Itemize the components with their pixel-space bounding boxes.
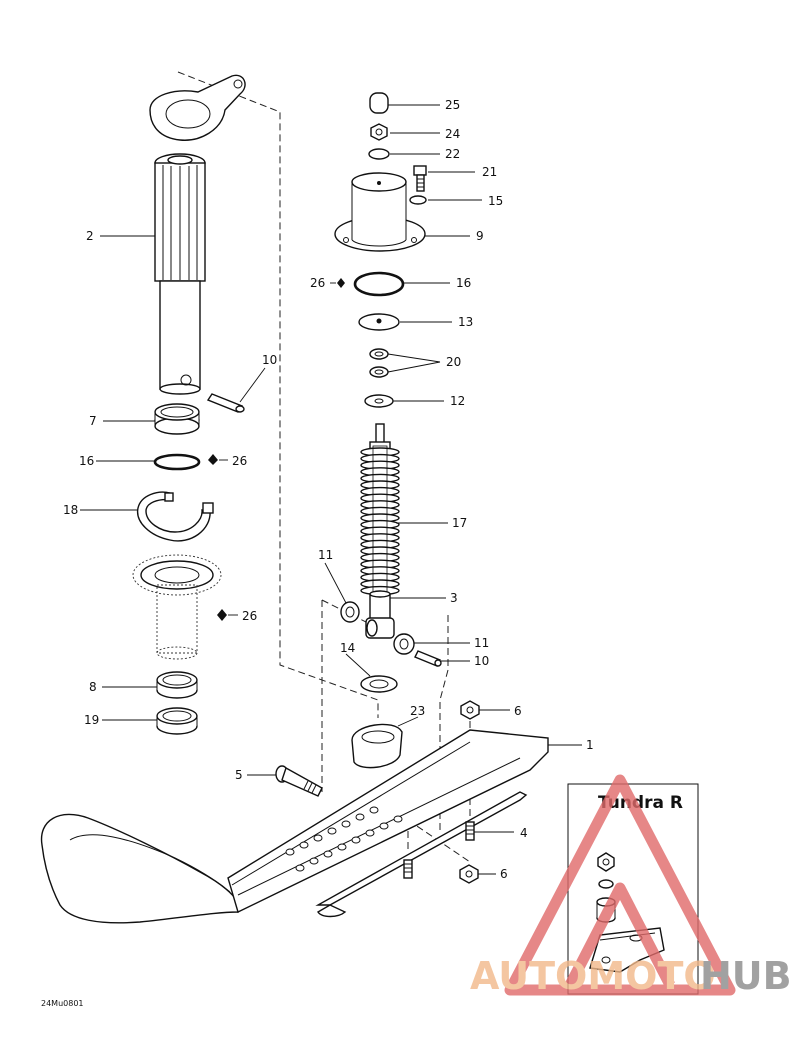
callout: 19 [84,713,99,727]
watermark-triangle-logo [504,774,736,996]
washer-part-22 [368,148,390,160]
callout: 26 [242,609,257,623]
callout: 26 [310,276,325,290]
callout: 6 [500,867,508,881]
bolt-part-5 [275,765,323,797]
bushing-part-8 [156,671,198,699]
callout: 3 [450,591,458,605]
ski-hole [285,848,295,856]
steering-arm [149,74,246,141]
watermark-text-accent: HUB [700,954,792,998]
watermark: AUTOMOTO HUB [470,774,792,998]
bolt-part-21 [413,165,427,192]
callout: 15 [488,194,503,208]
callout: 11 [318,548,333,562]
bushing-part-11-right [393,633,415,655]
callout: 6 [514,704,522,718]
retaining-ring-part-18 [136,491,214,542]
callout: 2 [86,229,94,243]
callout: 5 [235,768,243,782]
grease-drop-right [337,278,345,288]
o-ring-part-16-left [153,453,201,471]
washer-part-15 [409,195,427,205]
callout: 23 [410,704,425,718]
mount-block-part-23 [351,723,403,769]
ski-hole [341,820,351,828]
nut-part-6-top [460,700,480,720]
callout: 26 [232,454,247,468]
ski-hole [309,857,319,865]
drawing-code: 24Mu0801 [41,999,84,1008]
assembly-guide-lines [177,71,471,863]
callout: 9 [476,229,484,243]
ski-hole [393,815,403,823]
spacer-part-14 [360,675,398,693]
callout: 14 [340,641,355,655]
ski-hole [355,813,365,821]
callout: 22 [445,147,460,161]
watermark-text-main: AUTOMOTO [470,954,716,998]
ski-mounting-holes [285,806,403,872]
spindle-housing [132,554,222,660]
spindle-part-2 [154,153,206,395]
callout: 4 [520,826,528,840]
ski-hole [295,864,305,872]
callout: 10 [262,353,277,367]
pin-part-10-right [414,650,442,667]
callout: 16 [456,276,471,290]
callout: 16 [79,454,94,468]
nut-part-29 [597,852,615,872]
callout: 20 [446,355,461,369]
o-ring-part-16-right [353,271,405,297]
washer-part-28 [598,879,614,889]
shock-absorber-part-3 [360,423,400,639]
stud-part-4 [403,821,475,879]
callout: 10 [474,654,489,668]
ski-hole [369,806,379,814]
ski-hole [337,843,347,851]
ski-hole [379,822,389,830]
ski-hole [313,834,323,842]
washer-part-12 [364,394,394,408]
ski-hole [323,850,333,858]
grease-drop-left-lower [217,609,227,621]
bushing-part-11-left [340,601,360,623]
ski-hole [327,827,337,835]
callout: 13 [458,315,473,329]
callout: 12 [450,394,465,408]
callout: 25 [445,98,460,112]
ski-part-1 [40,729,549,924]
callout: 24 [445,127,460,141]
callout: 8 [89,680,97,694]
cap-part-25 [369,92,389,114]
grease-drop-left-upper [208,454,218,465]
ski-hole [365,829,375,837]
plate-part-13 [358,313,400,331]
ski-hole [351,836,361,844]
callout: 17 [452,516,467,530]
nut-part-24 [370,123,388,141]
nut-part-6-bottom [459,864,479,884]
pin-part-10-left [206,393,245,413]
bushing-part-19 [156,707,198,735]
callout: 1 [586,738,594,752]
callout: 21 [482,165,497,179]
callout: 18 [63,503,78,517]
washers-part-20 [369,348,389,378]
inset-title: Tundra R [598,793,683,813]
shock-mount-part-9 [334,172,426,252]
callout: 11 [474,636,489,650]
spring-part-17 [360,445,400,597]
ski-hole [299,841,309,849]
bushing-part-7 [154,403,200,435]
callout: 7 [89,414,97,428]
